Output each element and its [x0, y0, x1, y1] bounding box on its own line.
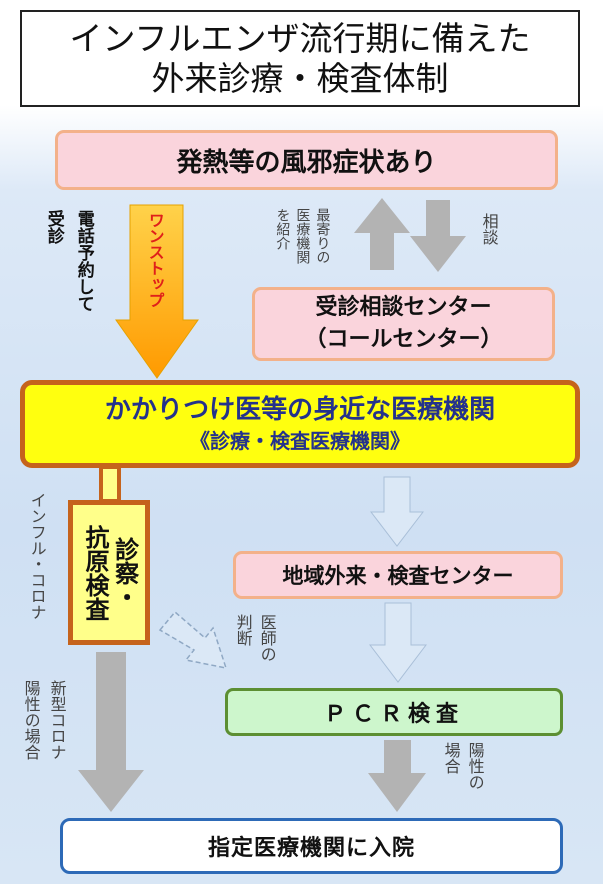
label-doctor-judgment-line2: 判断: [233, 614, 253, 646]
label-positive-line1: 陽性の: [465, 742, 485, 790]
center-to-pcr-arrow: [368, 602, 428, 683]
pcr-to-hospital-arrow: [368, 740, 426, 812]
fever-symptoms-box: 発熱等の風邪症状あり: [55, 130, 558, 190]
doctor-judgment-arrow: [158, 610, 228, 669]
consult-center-line1: 受診相談センター: [315, 295, 492, 320]
consult-center-line2: （コールセンター）: [304, 327, 503, 352]
label-nearest-line2: 医療機関: [294, 208, 311, 264]
label-one-stop: ワンストップ: [145, 212, 165, 308]
label-doctor-judgment-line1: 医師の: [257, 614, 277, 662]
label-nearest-line1: 最寄りの: [314, 208, 331, 264]
clinic-sub-label: 《診療・検査医療機関》: [190, 429, 410, 453]
title-box: インフルエンザ流行期に備えた 外来診療・検査体制: [20, 10, 580, 107]
title-line1: インフルエンザ流行期に備えた: [69, 18, 531, 58]
label-flu-corona: インフル・コロナ: [27, 492, 47, 620]
clinic-main-label: かかりつけ医等の身近な医療機関: [104, 395, 496, 425]
clinic-box: かかりつけ医等の身近な医療機関 《診療・検査医療機関》: [20, 380, 580, 468]
one-stop-arrow: [115, 204, 199, 379]
pcr-test-box: ＰＣＲ検査: [225, 688, 563, 736]
label-visit: 受診: [43, 210, 64, 244]
hospital-admission-box: 指定医療機関に入院: [60, 818, 563, 874]
label-new-corona-line1: 新型コロナ: [47, 680, 67, 760]
label-nearest-line3: を紹介: [274, 208, 291, 250]
clinic-exam-connector: [99, 465, 121, 503]
exam-antigen-box: 診察・ 抗原検査: [68, 500, 150, 645]
title-line2: 外来診療・検査体制: [151, 58, 449, 98]
label-new-corona-line2: 陽性の場合: [21, 680, 41, 760]
local-testing-center-box: 地域外来・検査センター: [233, 551, 563, 599]
down-gray-arrow: [410, 200, 466, 272]
label-consult: 相談: [479, 213, 499, 245]
exam-to-hospital-arrow: [78, 652, 144, 812]
label-positive-line2: 場合: [441, 742, 461, 774]
exam-line1: 診察・: [110, 536, 139, 609]
up-gray-arrow: [354, 198, 410, 270]
consult-center-box: 受診相談センター （コールセンター）: [252, 287, 555, 361]
label-phone-reservation: 電話予約して: [73, 210, 94, 312]
exam-line2: 抗原検査: [81, 524, 109, 621]
clinic-to-center-arrow: [369, 476, 425, 547]
